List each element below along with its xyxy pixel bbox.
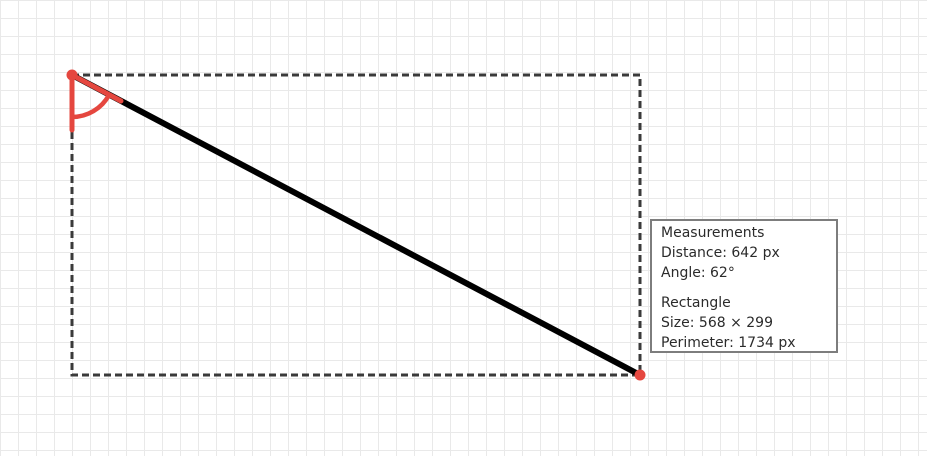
angle-row: Angle62°: [661, 263, 827, 283]
end-point-handle[interactable]: [634, 369, 646, 381]
angle-indicator: [69, 72, 124, 133]
bounding-rectangle: [70, 73, 642, 377]
size-row: Size568 × 299: [661, 313, 827, 333]
size-value: 568 × 299: [698, 315, 773, 331]
angle-arc-icon: [69, 92, 112, 120]
distance-value: 642 px: [731, 245, 780, 261]
angle-line-leg: [69, 72, 124, 104]
distance-row: Distance642 px: [661, 243, 827, 263]
size-label: Size: [661, 315, 699, 331]
rectangle-heading: Rectangle: [661, 295, 731, 311]
measurement-line[interactable]: [69, 72, 643, 378]
start-point-handle[interactable]: [66, 69, 78, 81]
perimeter-row: Perimeter1734 px: [661, 333, 827, 353]
measurements-panel: Measurements Distance642 px Angle62° Rec…: [650, 219, 838, 353]
angle-value: 62°: [710, 265, 735, 281]
measurements-heading: Measurements: [661, 225, 765, 241]
perimeter-value: 1734 px: [738, 335, 796, 351]
section-spacer: [661, 283, 827, 293]
perimeter-label: Perimeter: [661, 335, 738, 351]
angle-label: Angle: [661, 265, 710, 281]
distance-label: Distance: [661, 245, 731, 261]
